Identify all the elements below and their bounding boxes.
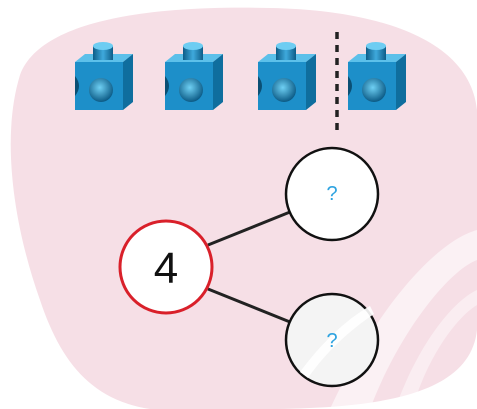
cube-row [75,42,406,110]
unit-cube [75,42,133,110]
whole-circle: 4 [118,219,214,315]
whole-value: 4 [154,244,178,293]
connector-to-top-part [207,210,291,247]
part-circle-top[interactable]: ? [284,146,380,242]
light-sweep-2 [395,290,477,409]
unit-cube [165,42,223,110]
part-bottom-value: ? [326,330,337,352]
unit-cube [348,42,406,110]
connector-to-bottom-part [207,287,291,324]
part-top-value: ? [326,183,337,205]
unit-cube [258,42,316,110]
part-circle-bottom[interactable]: ? [284,292,380,388]
